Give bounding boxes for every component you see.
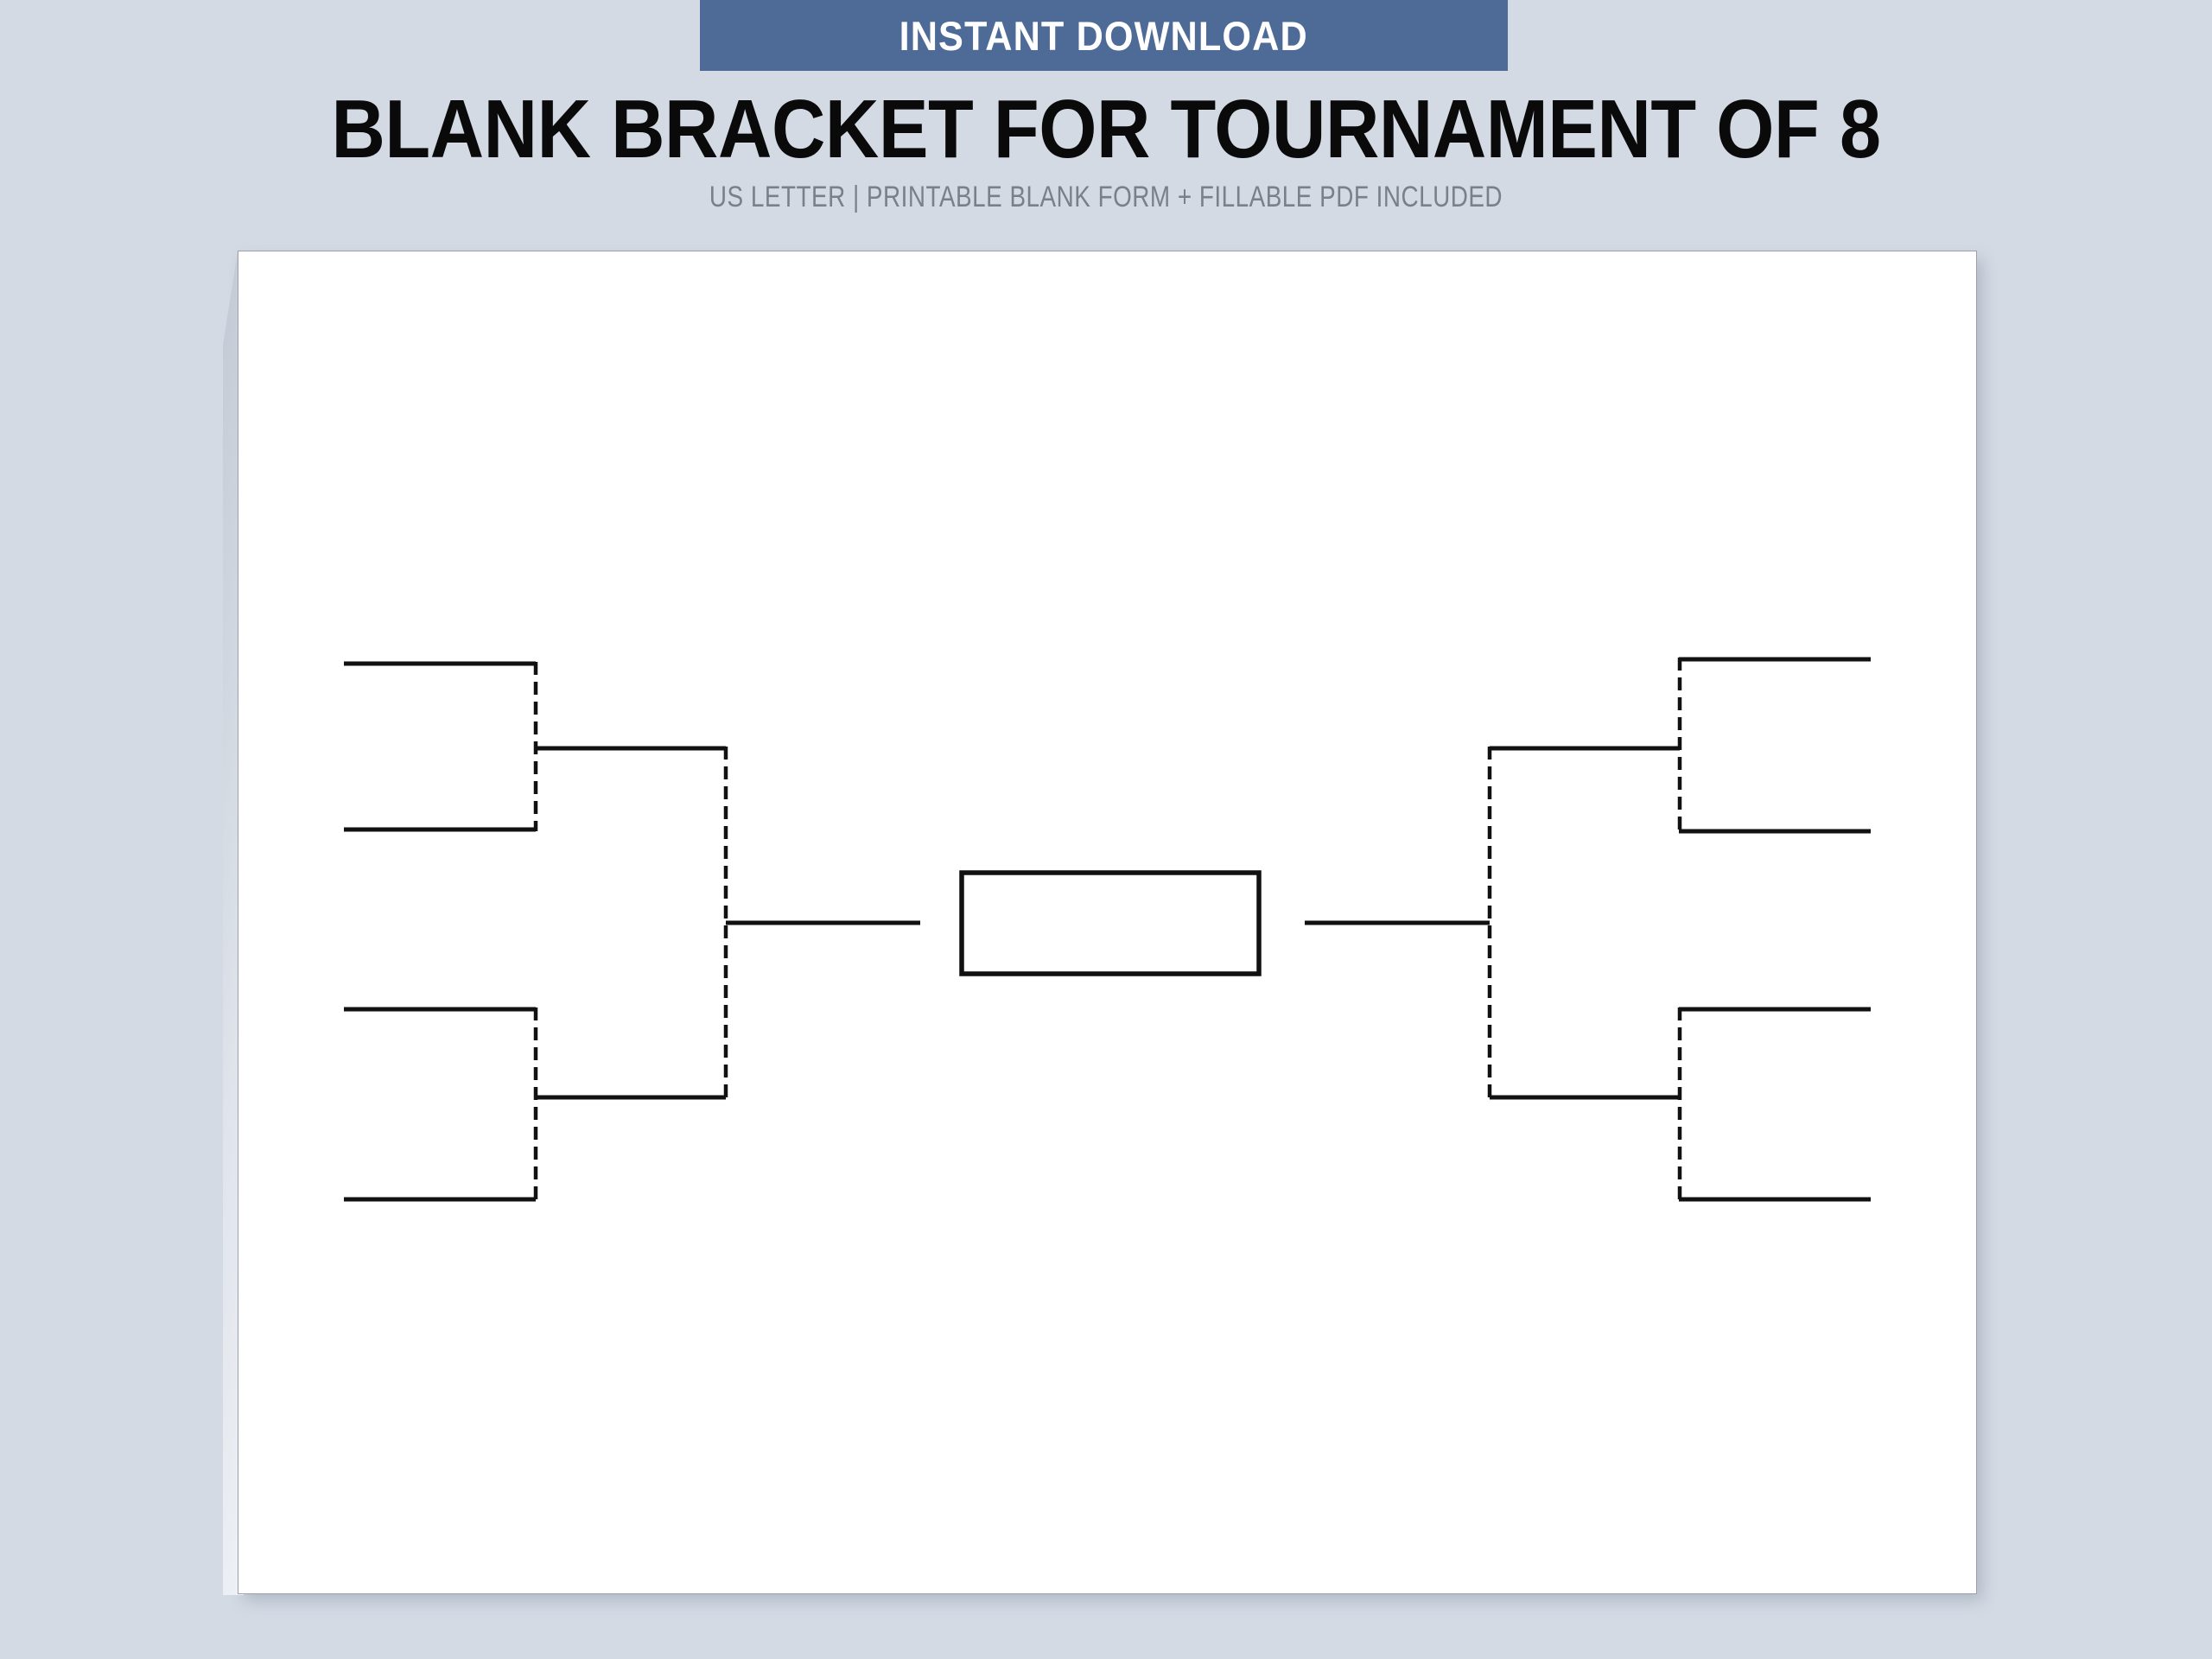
instant-download-badge: INSTANT DOWNLOAD [700, 0, 1508, 71]
tournament-bracket [238, 251, 1977, 1594]
right-seed-lines [1679, 657, 1871, 1202]
left-bracket-half [344, 661, 920, 1202]
header: INSTANT DOWNLOAD BLANK BRACKET FOR TOURN… [0, 0, 2212, 251]
left-semifinal-lines [536, 746, 726, 1100]
page-title: BLANK BRACKET FOR TOURNAMENT OF 8 [331, 83, 1881, 175]
right-semifinal-lines [1490, 746, 1680, 1100]
champion-box[interactable] [959, 870, 1262, 976]
bracket-svg [344, 657, 1871, 1202]
page-subtitle: US LETTER | PRINTABLE BLANK FORM + FILLA… [709, 181, 1503, 213]
right-bracket-half [1305, 657, 1871, 1202]
left-seed-lines [344, 661, 536, 1202]
instant-download-label: INSTANT DOWNLOAD [899, 12, 1309, 59]
